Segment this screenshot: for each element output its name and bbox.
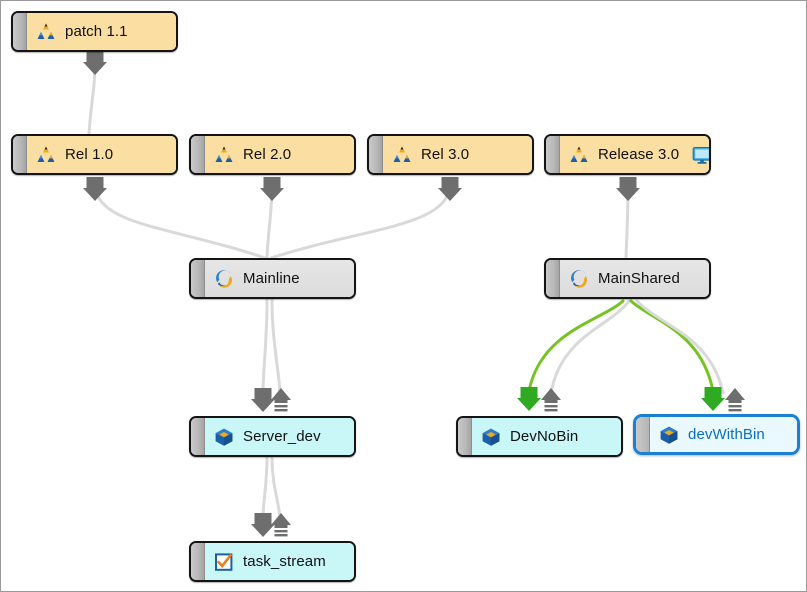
stream-node-mainshared[interactable]: MainShared [544, 258, 711, 299]
node-label: Release 3.0 [598, 146, 680, 163]
development-stream-icon [215, 428, 233, 446]
stream-node-server-dev[interactable]: Server_dev [189, 416, 356, 457]
node-grip[interactable] [458, 418, 472, 455]
edge-taskstream-serverdev-up [270, 456, 282, 521]
node-grip[interactable] [636, 417, 650, 452]
stream-node-devnobin[interactable]: DevNoBin [456, 416, 623, 457]
node-label: devWithBin [688, 426, 765, 443]
node-label: Rel 3.0 [421, 146, 470, 163]
node-grip[interactable] [191, 260, 205, 297]
node-grip[interactable] [13, 136, 27, 173]
node-body[interactable]: Rel 1.0 [27, 136, 176, 173]
development-stream-icon [482, 428, 500, 446]
arrow-down-release30 [616, 177, 640, 201]
stream-node-task-stream[interactable]: task_stream [189, 541, 356, 582]
stream-node-rel-2-0[interactable]: Rel 2.0 [189, 134, 356, 175]
node-grip[interactable] [13, 13, 27, 50]
stream-node-mainline[interactable]: Mainline [189, 258, 356, 299]
edge-serverdev-mainline-up [270, 298, 282, 395]
arrow-down-rel10 [83, 177, 107, 201]
edge-mainshared-devnobin-down [527, 299, 625, 393]
node-body[interactable]: Server_dev [205, 418, 354, 455]
node-label: MainShared [598, 270, 680, 287]
node-body[interactable]: patch 1.1 [27, 13, 176, 50]
release-stream-icon [393, 146, 411, 162]
stream-node-release-3-0[interactable]: Release 3.0 [544, 134, 711, 175]
arrow-up-devwithbin-mainshared [725, 388, 745, 412]
arrow-down-patch11 [83, 51, 107, 75]
edge-mainshared-devwithbin-down [629, 299, 715, 393]
node-grip[interactable] [191, 543, 205, 580]
node-label: DevNoBin [510, 428, 579, 445]
edge-devwithbin-mainshared-up [635, 299, 725, 395]
node-body[interactable]: Mainline [205, 260, 354, 297]
node-grip[interactable] [369, 136, 383, 173]
mainline-stream-icon [216, 269, 233, 288]
node-body[interactable]: MainShared [560, 260, 709, 297]
node-grip[interactable] [191, 136, 205, 173]
release-stream-icon [570, 146, 588, 162]
edge-devnobin-mainshared-up [549, 299, 631, 395]
node-grip[interactable] [546, 260, 560, 297]
monitor-icon[interactable] [692, 145, 711, 165]
arrow-down-rel30 [438, 177, 462, 201]
task-stream-icon [215, 552, 233, 571]
arrow-up-serverdev-mainline [271, 388, 291, 412]
node-grip[interactable] [546, 136, 560, 173]
edge-rel10-mainline [93, 181, 267, 260]
release-stream-icon [37, 23, 55, 39]
node-body[interactable]: devWithBin [650, 417, 797, 452]
stream-node-rel-1-0[interactable]: Rel 1.0 [11, 134, 178, 175]
arrow-down-rel20 [260, 177, 284, 201]
node-body[interactable]: DevNoBin [472, 418, 621, 455]
arrow-down-mainshared-devnobin [517, 387, 541, 411]
node-label: Rel 1.0 [65, 146, 114, 163]
node-body[interactable]: task_stream [205, 543, 354, 580]
node-grip[interactable] [191, 418, 205, 455]
arrow-up-taskstream-serverdev [271, 513, 291, 537]
node-body[interactable]: Rel 3.0 [383, 136, 532, 173]
edge-serverdev-taskstream-down [261, 456, 269, 521]
node-body[interactable]: Release 3.0 [560, 136, 709, 173]
node-label: Server_dev [243, 428, 321, 445]
release-stream-icon [215, 146, 233, 162]
node-body[interactable]: Rel 2.0 [205, 136, 354, 173]
stream-node-patch-1-1[interactable]: patch 1.1 [11, 11, 178, 52]
node-label: Mainline [243, 270, 300, 287]
edge-rel30-mainline [269, 181, 452, 260]
mainline-stream-icon [571, 269, 588, 288]
stream-node-devwithbin[interactable]: devWithBin [633, 414, 800, 455]
edge-mainline-serverdev-down [261, 298, 269, 395]
development-stream-icon [660, 426, 678, 444]
stream-node-rel-3-0[interactable]: Rel 3.0 [367, 134, 534, 175]
arrow-down-mainshared-devwithbin [701, 387, 725, 411]
node-label: Rel 2.0 [243, 146, 292, 163]
node-label: task_stream [243, 553, 326, 570]
node-label: patch 1.1 [65, 23, 128, 40]
arrow-up-devnobin-mainshared [541, 388, 561, 412]
release-stream-icon [37, 146, 55, 162]
